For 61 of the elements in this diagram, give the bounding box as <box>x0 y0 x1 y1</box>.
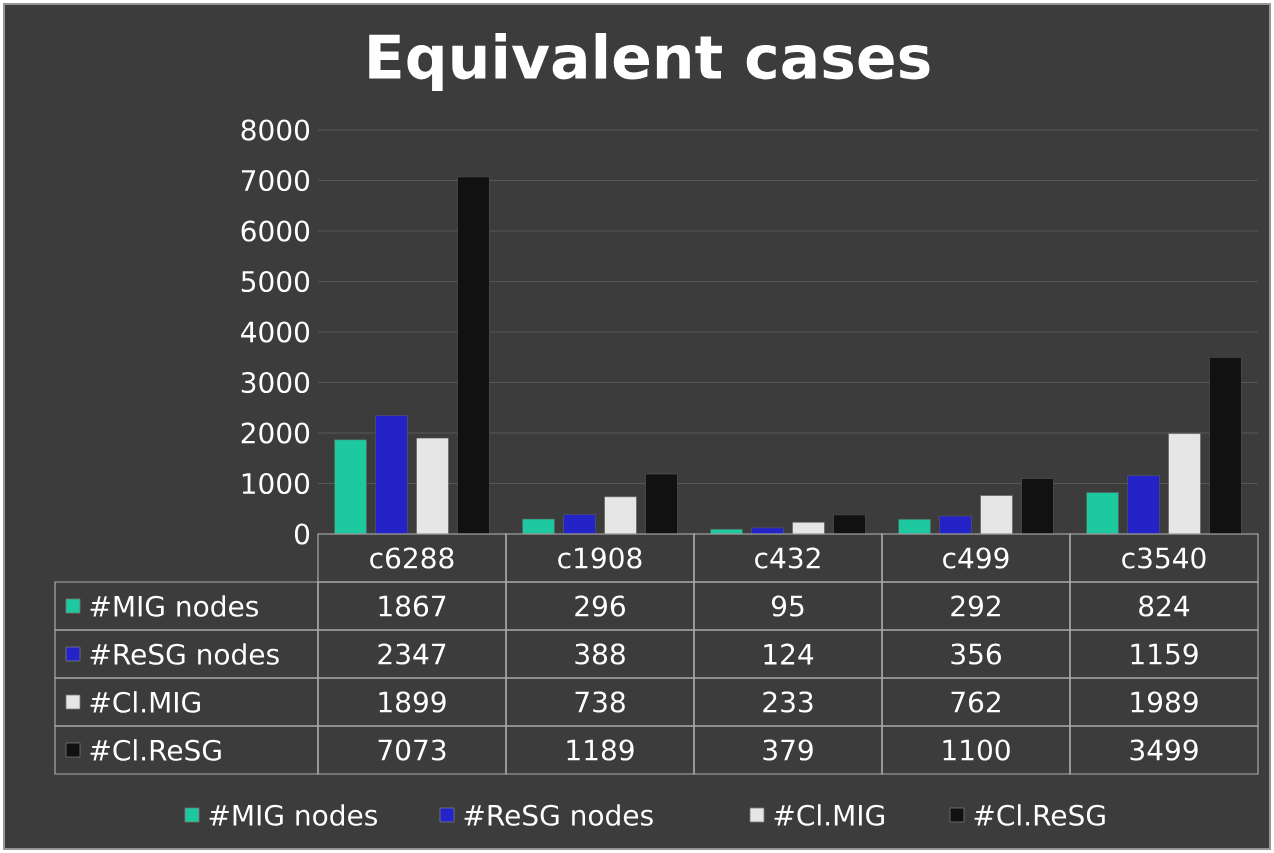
text: #Cl.ReSG <box>90 739 221 761</box>
row-header: #Cl.ReSG <box>54 725 319 775</box>
table-cell: 1189 <box>505 725 695 775</box>
bar <box>1086 492 1119 535</box>
table-cell: c1908 <box>505 533 695 583</box>
table-cell: 3499 <box>1069 725 1259 775</box>
table-cell: 296 <box>505 581 695 631</box>
y-tick-label: 7000 <box>241 169 310 192</box>
table-cell: 95 <box>693 581 883 631</box>
bar <box>833 514 866 535</box>
x-tick-label: c499 <box>943 547 1009 569</box>
y-tick-label: 5000 <box>241 270 310 293</box>
bar <box>980 495 1013 535</box>
row-header: #MIG nodes <box>54 581 319 631</box>
y-tick-label: 3000 <box>241 371 310 394</box>
bar <box>522 518 555 535</box>
table-cell: 1159 <box>1069 629 1259 679</box>
table-cell: 1100 <box>881 725 1071 775</box>
y-tick-label: 2000 <box>241 422 310 444</box>
bar <box>563 514 596 535</box>
legend-label: #ReSG nodes <box>90 643 279 665</box>
table-cell: 824 <box>1069 581 1259 631</box>
y-tick-label: 4000 <box>241 321 310 343</box>
legend-label: #Cl.ReSG <box>974 804 1105 826</box>
legend-label: #Cl.MIG <box>774 804 884 826</box>
legend-label: #Cl.MIG <box>90 691 200 713</box>
table-cell: 738 <box>505 677 695 727</box>
x-tick-label: c1908 <box>558 547 642 569</box>
row-header: #Cl.MIG <box>54 677 319 727</box>
table-cell: 388 <box>505 629 695 679</box>
row-header: #ReSG nodes <box>54 629 319 679</box>
x-tick-label: c432 <box>755 547 820 569</box>
table-cell: c3540 <box>1069 533 1259 583</box>
table-cell: 1867 <box>317 581 507 631</box>
table-cell: 233 <box>693 677 883 727</box>
y-tick-label: 8000 <box>241 119 310 141</box>
table-cell: 1899 <box>317 677 507 727</box>
y-tick-label: 0 <box>294 523 310 545</box>
table-cell: 7073 <box>317 725 507 775</box>
y-tick-label: 6000 <box>241 220 310 242</box>
table-cell: 292 <box>881 581 1071 631</box>
x-tick-label: c6288 <box>370 547 454 569</box>
legend-label: #ReSG nodes <box>464 804 653 826</box>
table-cell: c432 <box>693 533 883 583</box>
table-cell: 2347 <box>317 629 507 679</box>
chart-title: Equivalent cases <box>369 33 930 92</box>
table-cell: 762 <box>881 677 1071 727</box>
bar <box>939 515 972 535</box>
legend-label: #MIG nodes <box>209 804 377 826</box>
y-tick-label: 1000 <box>242 472 310 495</box>
legend-label: #MIG nodes <box>90 595 258 617</box>
table-cell: 1989 <box>1069 677 1259 727</box>
table-cell: 124 <box>693 629 883 679</box>
bar <box>792 521 825 535</box>
table-cell: 379 <box>693 725 883 775</box>
bar <box>898 518 931 535</box>
table-cell: c6288 <box>317 533 507 583</box>
bar <box>604 496 637 535</box>
table-cell: 356 <box>881 629 1071 679</box>
x-tick-label: c3540 <box>1122 547 1206 569</box>
table-cell: c499 <box>881 533 1071 583</box>
